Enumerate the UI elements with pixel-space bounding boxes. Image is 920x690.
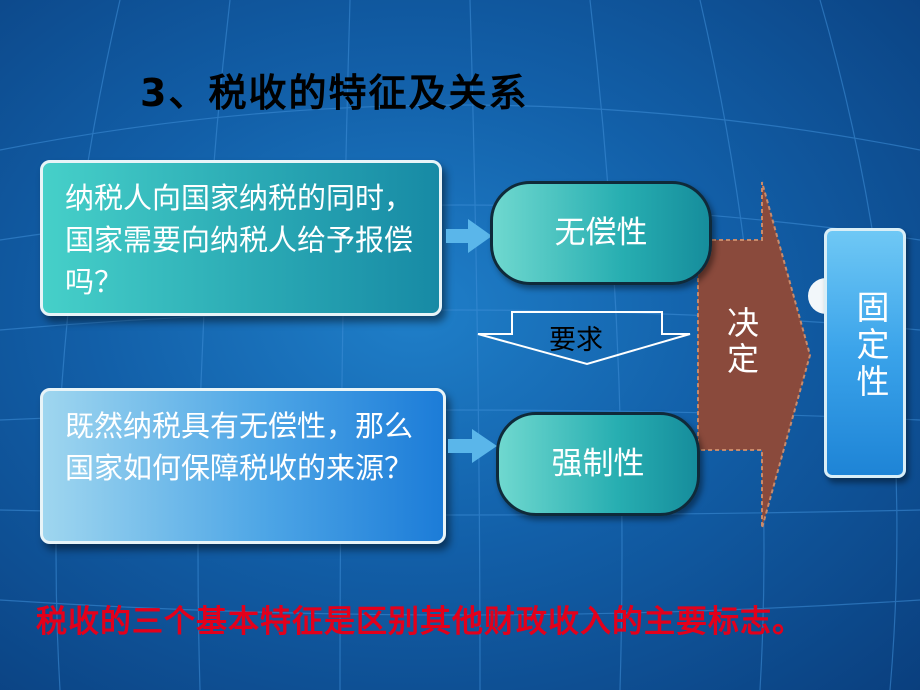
decision-arrow: [697, 181, 812, 529]
decision-label: 决定: [722, 306, 760, 378]
fixed-characteristic-label: 固定性: [851, 290, 890, 401]
requirement-down-arrow: [477, 311, 691, 366]
arrow-to-wuchangxing: [446, 219, 492, 253]
requirement-label: 要求: [549, 325, 603, 356]
characteristic-qiangzhixing: 强制性: [496, 412, 700, 516]
question-box-bottom: 既然纳税具有无偿性，那么国家如何保障税收的来源？: [40, 388, 446, 544]
footer-note: 税收的三个基本特征是区别其他财政收入的主要标志。: [36, 604, 804, 640]
question-box-top: 纳税人向国家纳税的同时，国家需要向纳税人给予报偿吗？: [40, 160, 442, 316]
fixed-characteristic-box: [824, 228, 906, 478]
characteristic-wuchangxing: 无偿性: [490, 181, 712, 285]
arrow-to-qiangzhixing: [448, 429, 497, 463]
slide-title: 3、税收的特征及关系: [140, 71, 529, 115]
